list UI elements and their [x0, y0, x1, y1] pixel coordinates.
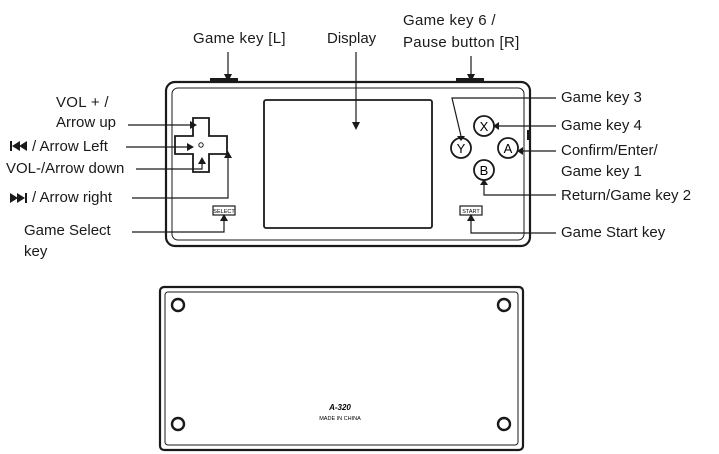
back-panel [160, 287, 523, 450]
label-game-key-6-line2: Pause button [R] [403, 34, 520, 52]
label-vol-down: VOL-/Arrow down [6, 160, 124, 178]
label-confirm-line1: Confirm/Enter/ [561, 142, 658, 160]
button-a: A [504, 141, 513, 156]
label-game-select-line2: key [24, 243, 47, 261]
label-confirm-line2: Game key 1 [561, 163, 642, 181]
label-vol-up-line1: VOL + / [56, 94, 109, 112]
back-model-label: A-320 [328, 403, 351, 412]
skip-previous-icon [10, 141, 27, 151]
start-button-label: START [462, 209, 480, 215]
back-made-in-label: MADE IN CHINA [319, 416, 361, 422]
label-game-key-6-line1: Game key 6 / [403, 12, 496, 30]
skip-next-icon [10, 193, 27, 203]
button-y: Y [457, 141, 466, 156]
select-button-label: SELECT [213, 209, 235, 215]
display-screen [264, 100, 432, 228]
label-arrow-left: / Arrow Left [32, 138, 108, 156]
screw-hole-top-right [498, 299, 510, 311]
label-vol-up-line2: Arrow up [56, 114, 116, 132]
label-game-select-line1: Game Select [24, 222, 111, 240]
dpad-center [199, 143, 203, 147]
screw-hole-top-left [172, 299, 184, 311]
label-return-key: Return/Game key 2 [561, 187, 691, 205]
label-game-key-l: Game key [L] [193, 30, 286, 48]
button-x: X [480, 119, 489, 134]
screw-hole-bottom-right [498, 418, 510, 430]
shoulder-l-button [210, 78, 238, 83]
label-game-start: Game Start key [561, 224, 665, 242]
label-arrow-right: / Arrow right [32, 189, 112, 207]
label-game-key-3: Game key 3 [561, 89, 642, 107]
arrow-heads [187, 74, 523, 221]
leader-lines [126, 52, 556, 233]
screw-hole-bottom-left [172, 418, 184, 430]
label-display: Display [327, 30, 376, 48]
button-b: B [480, 163, 489, 178]
side-notch [527, 130, 531, 140]
label-game-key-4: Game key 4 [561, 117, 642, 135]
